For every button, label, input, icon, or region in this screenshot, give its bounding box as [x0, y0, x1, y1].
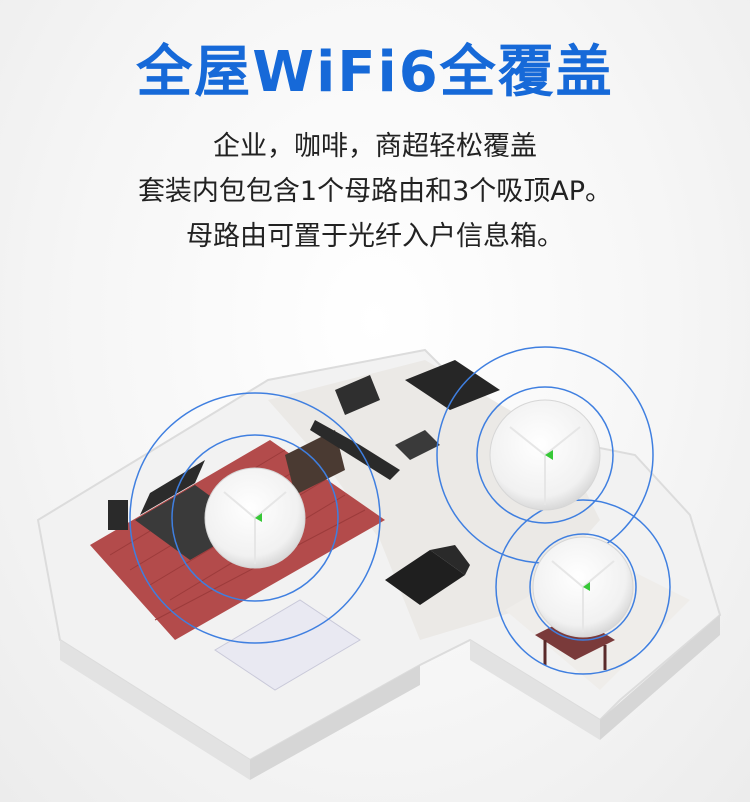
tv-stand	[405, 360, 500, 410]
description-line-2: 套装内包包含1个母路由和3个吸顶AP。	[137, 176, 613, 207]
description-line-3: 母路由可置于光纤入户信息箱。	[186, 221, 564, 252]
router-ap-icon	[532, 536, 634, 638]
floorplan-illustration	[36, 346, 722, 780]
wardrobe	[285, 430, 345, 495]
router-ap-icon	[204, 467, 306, 569]
description-line-1: 企业，咖啡，商超轻松覆盖	[213, 131, 537, 162]
router-ap-icon	[489, 399, 601, 511]
sofa-icon	[310, 375, 440, 480]
headline: 全屋WiFi6全覆盖	[136, 40, 614, 105]
piano-icon	[385, 545, 470, 605]
